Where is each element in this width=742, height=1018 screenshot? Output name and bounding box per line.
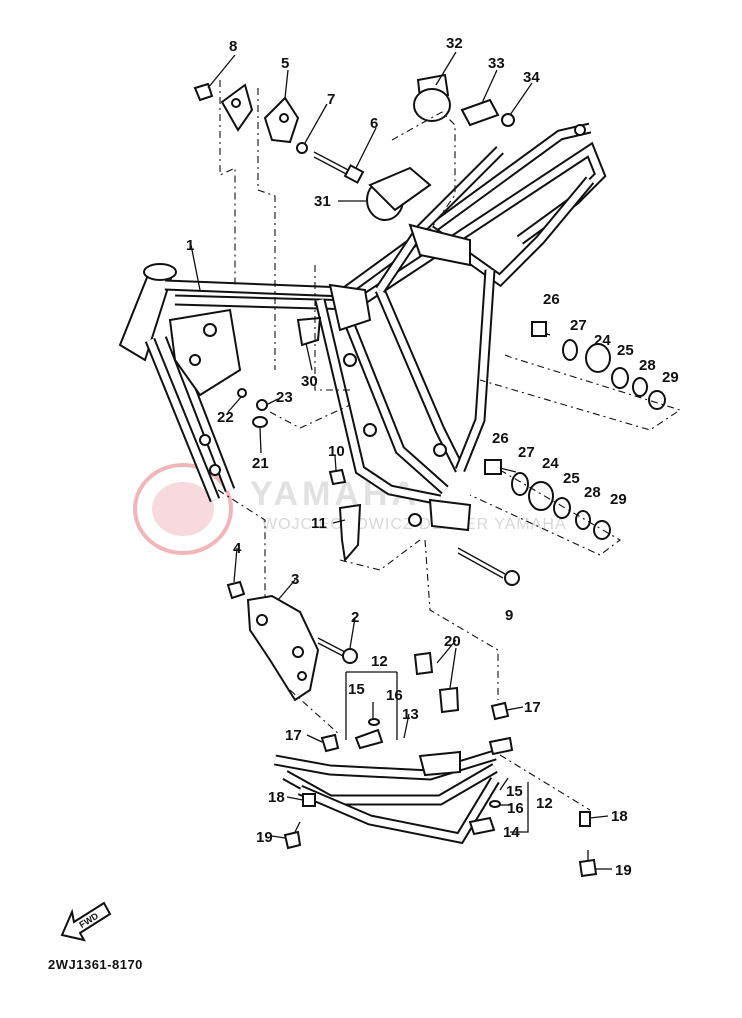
nut-8-part xyxy=(193,82,214,102)
rubber-holder-31-part xyxy=(366,166,432,221)
bolt-2-part xyxy=(317,637,358,664)
bolt-9-part xyxy=(457,547,520,586)
callout-21: 21 xyxy=(252,455,269,472)
callout-25-upper: 25 xyxy=(617,342,634,359)
damper-20-upper-part xyxy=(413,651,434,676)
collar-13-part xyxy=(354,728,384,750)
callout-17-right: 17 xyxy=(524,699,541,716)
callout-34: 34 xyxy=(523,69,540,86)
callout-16-upper: 16 xyxy=(386,687,403,704)
callout-20: 20 xyxy=(444,633,461,650)
shock-mount-lower-parts xyxy=(484,459,611,540)
callout-33: 33 xyxy=(488,55,505,72)
shock-mount-upper-parts xyxy=(531,321,666,410)
callout-28-upper: 28 xyxy=(639,357,656,374)
nut-23-part xyxy=(256,399,268,411)
callout-23: 23 xyxy=(276,389,293,406)
callout-10: 10 xyxy=(328,443,345,460)
nut-17-right-part xyxy=(490,701,510,721)
bolt-19-right-part xyxy=(578,850,598,878)
nut-7-part xyxy=(296,142,308,154)
callout-12-lower: 12 xyxy=(536,795,553,812)
reference-dashed-lines xyxy=(217,80,682,811)
callout-13: 13 xyxy=(402,706,419,723)
damper-20-lower-part xyxy=(438,686,460,714)
callout-11: 11 xyxy=(311,515,327,532)
callout-18-left: 18 xyxy=(268,789,285,806)
callout-31: 31 xyxy=(314,193,331,210)
callout-25-lower: 25 xyxy=(563,470,580,487)
callout-8: 8 xyxy=(229,38,237,55)
bolt-15-lower-part xyxy=(499,777,509,791)
callout-24-lower: 24 xyxy=(542,455,559,472)
engine-bracket-left-part xyxy=(220,83,254,132)
engine-guard-part xyxy=(274,736,514,845)
callout-4: 4 xyxy=(233,540,242,557)
callout-19-left: 19 xyxy=(256,829,273,846)
callout-18-right: 18 xyxy=(611,808,628,825)
callout-32: 32 xyxy=(446,35,463,52)
callout-16-lower: 16 xyxy=(507,800,524,817)
callout-1: 1 xyxy=(186,237,194,254)
collar-18-left-part xyxy=(302,793,316,807)
clamp-21-part xyxy=(252,416,268,428)
callout-29-lower: 29 xyxy=(610,491,627,508)
plate-33-part xyxy=(460,98,500,127)
callout-7: 7 xyxy=(327,91,335,108)
callout-26-upper: 26 xyxy=(543,291,560,308)
callout-30: 30 xyxy=(301,373,318,390)
engine-bracket-right-part xyxy=(263,96,300,144)
bolt-19-left-part xyxy=(283,821,302,850)
collar-18-right-part xyxy=(579,811,591,827)
watermark-logo-icon xyxy=(133,463,233,555)
callout-29-upper: 29 xyxy=(662,369,679,386)
forward-arrow-icon: FWD xyxy=(60,901,112,942)
callout-3: 3 xyxy=(291,571,299,588)
nut-17-left-part xyxy=(320,733,340,753)
nut-4-part xyxy=(226,580,246,600)
engine-mount-3-part xyxy=(246,594,320,702)
bolt-6-part xyxy=(313,151,365,184)
screw-34-part xyxy=(501,113,515,127)
collar-14-part xyxy=(468,816,496,836)
callout-24-upper: 24 xyxy=(594,332,611,349)
callout-15-lower: 15 xyxy=(506,783,523,800)
callout-labels: 8 5 7 6 32 33 34 31 1 30 22 23 21 26 27 … xyxy=(186,35,679,879)
main-frame-part xyxy=(118,122,607,532)
callout-14: 14 xyxy=(503,824,520,841)
callout-26-lower: 26 xyxy=(492,430,509,447)
washer-16-upper-part xyxy=(368,718,380,726)
callout-5: 5 xyxy=(281,55,289,72)
callout-28-lower: 28 xyxy=(584,484,601,501)
nut-10-part xyxy=(328,468,347,486)
callout-22: 22 xyxy=(217,409,234,426)
callout-15-upper: 15 xyxy=(348,681,365,698)
bracket-11-part xyxy=(338,503,362,563)
callout-9: 9 xyxy=(505,607,513,624)
bolt-22-part xyxy=(237,388,247,398)
leader-lines xyxy=(190,51,612,870)
callout-27-upper: 27 xyxy=(570,317,587,334)
callout-19-right: 19 xyxy=(615,862,632,879)
bracket-30-part xyxy=(296,316,322,347)
callout-6: 6 xyxy=(370,115,378,132)
diagram-part-code: 2WJ1361-8170 xyxy=(48,957,143,972)
callout-2: 2 xyxy=(351,609,359,626)
washer-16-lower-part xyxy=(489,800,501,808)
callout-12-upper: 12 xyxy=(371,653,388,670)
damper-32-part xyxy=(413,73,451,122)
callout-17-left: 17 xyxy=(285,727,302,744)
callout-27-lower: 27 xyxy=(518,444,535,461)
